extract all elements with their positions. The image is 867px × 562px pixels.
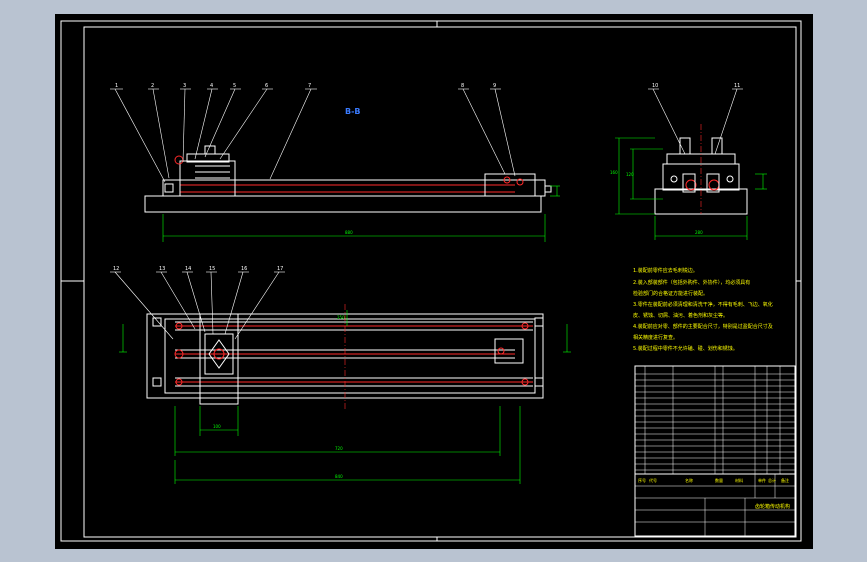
svg-text:12: 12 bbox=[113, 266, 119, 272]
svg-text:材料: 材料 bbox=[735, 477, 743, 483]
svg-text:序号: 序号 bbox=[638, 477, 646, 483]
side-view: 10 11 160 120 280 bbox=[610, 83, 767, 240]
cad-viewport[interactable]: B-B bbox=[55, 14, 813, 549]
svg-text:840: 840 bbox=[335, 474, 343, 479]
svg-text:单件: 单件 bbox=[758, 477, 766, 483]
svg-text:14: 14 bbox=[185, 266, 191, 272]
svg-text:齿轮箱传动机构: 齿轮箱传动机构 bbox=[755, 503, 790, 510]
svg-text:250: 250 bbox=[337, 315, 345, 320]
svg-text:皮、锈蚀、切屑、油污、着色剂和灰尘等。: 皮、锈蚀、切屑、油污、着色剂和灰尘等。 bbox=[633, 312, 728, 319]
svg-text:5: 5 bbox=[233, 83, 236, 89]
guide-rail-body bbox=[162, 179, 546, 197]
base-plate bbox=[144, 195, 542, 213]
parts-list: 序号 代号 名称 数量 材料 单件 总计 备注 齿轮箱传动机构 bbox=[634, 365, 796, 537]
side-dims bbox=[615, 137, 767, 240]
svg-text:6: 6 bbox=[265, 83, 268, 89]
end-support bbox=[484, 173, 536, 197]
svg-text:3.零件在装配前必须清理和清洗干净，不得有毛刺、飞边、氧化: 3.零件在装配前必须清理和清洗干净，不得有毛刺、飞边、氧化 bbox=[633, 301, 773, 308]
plan-view: 12 13 14 15 16 17 100 720 840 250 bbox=[110, 266, 571, 484]
title-block bbox=[634, 473, 796, 537]
svg-text:13: 13 bbox=[159, 266, 165, 272]
svg-text:9: 9 bbox=[493, 83, 496, 89]
svg-text:相关精度进行复查。: 相关精度进行复查。 bbox=[633, 334, 678, 341]
svg-text:10: 10 bbox=[652, 83, 658, 89]
svg-text:17: 17 bbox=[277, 266, 283, 272]
plan-dims bbox=[119, 310, 571, 484]
svg-text:280: 280 bbox=[695, 230, 703, 235]
svg-text:数量: 数量 bbox=[715, 477, 723, 483]
svg-text:880: 880 bbox=[345, 230, 353, 235]
svg-text:代号: 代号 bbox=[649, 477, 657, 483]
svg-text:720: 720 bbox=[335, 446, 343, 451]
svg-text:1: 1 bbox=[115, 83, 118, 89]
svg-text:3: 3 bbox=[183, 83, 186, 89]
svg-text:1.装配前零件应去毛刺锐边。: 1.装配前零件应去毛刺锐边。 bbox=[633, 267, 698, 274]
svg-text:总计: 总计 bbox=[768, 477, 776, 483]
front-dim bbox=[162, 185, 560, 242]
svg-text:16: 16 bbox=[241, 266, 247, 272]
svg-text:4: 4 bbox=[210, 83, 213, 89]
svg-text:15: 15 bbox=[209, 266, 215, 272]
svg-text:4.装配前应对零、部件的主要配合尺寸，特别是过盈配合尺寸及: 4.装配前应对零、部件的主要配合尺寸，特别是过盈配合尺寸及 bbox=[633, 323, 773, 330]
handle-circle bbox=[174, 155, 184, 165]
svg-text:100: 100 bbox=[213, 424, 221, 429]
svg-text:2.装入部装部件（包括外购件、外协件），均必须具有: 2.装入部装部件（包括外购件、外协件），均必须具有 bbox=[633, 279, 750, 286]
svg-text:8: 8 bbox=[461, 83, 464, 89]
svg-text:120: 120 bbox=[626, 172, 634, 177]
svg-text:7: 7 bbox=[308, 83, 311, 89]
svg-text:备注: 备注 bbox=[781, 477, 789, 483]
view-label: B-B bbox=[345, 107, 361, 116]
technical-notes: 1.装配前零件应去毛刺锐边。 2.装入部装部件（包括外购件、外协件），均必须具有… bbox=[633, 267, 773, 352]
svg-text:11: 11 bbox=[734, 83, 740, 89]
front-view: B-B bbox=[110, 83, 560, 242]
carriage-block bbox=[179, 160, 236, 197]
svg-text:160: 160 bbox=[610, 170, 618, 175]
svg-text:2: 2 bbox=[151, 83, 154, 89]
svg-text:5.装配过程中零件不允许磕、碰、划伤和锈蚀。: 5.装配过程中零件不允许磕、碰、划伤和锈蚀。 bbox=[633, 345, 738, 352]
svg-text:名称: 名称 bbox=[685, 477, 693, 483]
svg-text:检验部门的合格证方能进行装配。: 检验部门的合格证方能进行装配。 bbox=[633, 290, 708, 297]
carriage-knob bbox=[204, 145, 216, 155]
inner-frame bbox=[83, 26, 797, 538]
plan-carriage bbox=[199, 313, 239, 405]
drawing-canvas: B-B bbox=[60, 20, 802, 542]
